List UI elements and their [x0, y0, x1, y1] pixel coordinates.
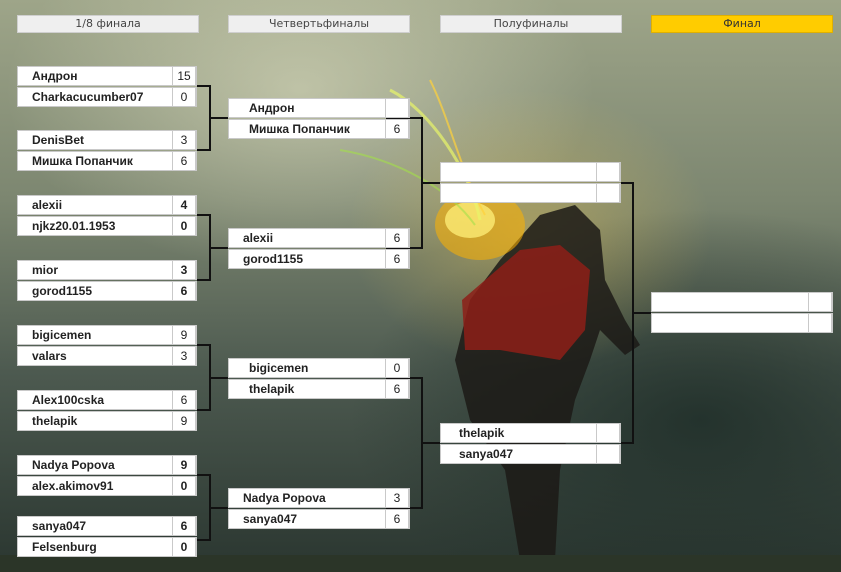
- qf-match-1-player-b[interactable]: Мишка Попанчик 6: [228, 119, 410, 139]
- player-name: Charkacucumber07: [32, 90, 144, 104]
- qf-match-2-player-a[interactable]: alexii 6: [228, 228, 410, 248]
- player-score: 9: [172, 455, 196, 475]
- player-name: Felsenburg: [32, 540, 97, 554]
- r16-match-4-player-a[interactable]: mior 3: [17, 260, 197, 280]
- player-name: gorod1155: [32, 284, 93, 298]
- grass: [0, 555, 841, 572]
- player-score: 6: [385, 249, 409, 269]
- player-score: 3: [172, 130, 196, 150]
- r16-match-7-player-a[interactable]: Nadya Popova 9: [17, 455, 197, 475]
- player-score: [808, 292, 832, 312]
- sf-match-2-player-a[interactable]: thelapik: [440, 423, 621, 443]
- player-name: njkz20.01.1953: [32, 219, 116, 233]
- player-score: 6: [172, 151, 196, 171]
- player-name: alex.akimov91: [32, 479, 114, 493]
- player-name: bigicemen: [32, 328, 92, 342]
- r16-match-8-player-a[interactable]: sanya047 6: [17, 516, 197, 536]
- player-score: [385, 98, 409, 118]
- player-score: [808, 313, 832, 333]
- round-header-sf: Полуфиналы: [440, 15, 622, 33]
- player-score: 3: [172, 346, 196, 366]
- player-name: DenisBet: [32, 133, 85, 147]
- player-name: Мишка Попанчик: [32, 154, 133, 168]
- r16-match-8-player-b[interactable]: Felsenburg 0: [17, 537, 197, 557]
- player-name: thelapik: [32, 414, 78, 428]
- r16-match-6-player-a[interactable]: Alex100cska 6: [17, 390, 197, 410]
- round-header-r16: 1/8 финала: [17, 15, 199, 33]
- player-name: mior: [32, 263, 59, 277]
- qf-match-4-player-a[interactable]: Nadya Popova 3: [228, 488, 410, 508]
- player-name: Nadya Popova: [243, 491, 326, 505]
- round-header-qf: Четвертьфиналы: [228, 15, 410, 33]
- sf-match-1-player-b[interactable]: [440, 183, 621, 203]
- player-score: 0: [385, 358, 409, 378]
- player-score: 6: [385, 509, 409, 529]
- player-silhouette: [455, 205, 640, 560]
- player-score: 9: [172, 325, 196, 345]
- r16-match-1-player-a[interactable]: Андрон 15: [17, 66, 197, 86]
- player-name: thelapik: [459, 426, 505, 440]
- player-name: Nadya Popova: [32, 458, 115, 472]
- player-score: 6: [172, 516, 196, 536]
- round-header-final: Финал: [651, 15, 833, 33]
- player-score: 9: [172, 411, 196, 431]
- r16-match-1-player-b[interactable]: Charkacucumber07 0: [17, 87, 197, 107]
- player-name: thelapik: [249, 382, 295, 396]
- player-score: 6: [172, 281, 196, 301]
- qf-match-2-player-b[interactable]: gorod1155 6: [228, 249, 410, 269]
- player-score: 6: [385, 379, 409, 399]
- player-score: 15: [172, 66, 196, 86]
- r16-match-2-player-a[interactable]: DenisBet 3: [17, 130, 197, 150]
- player-name: sanya047: [32, 519, 87, 533]
- player-score: [596, 444, 620, 464]
- r16-match-4-player-b[interactable]: gorod1155 6: [17, 281, 197, 301]
- qf-match-4-player-b[interactable]: sanya047 6: [228, 509, 410, 529]
- player-score: 6: [385, 119, 409, 139]
- player-score: [596, 162, 620, 182]
- qf-match-3-player-a[interactable]: bigicemen 0: [228, 358, 410, 378]
- sf-match-2-player-b[interactable]: sanya047: [440, 444, 621, 464]
- player-name: Мишка Попанчик: [249, 122, 350, 136]
- player-score: 4: [172, 195, 196, 215]
- player-name: alexii: [32, 198, 63, 212]
- r16-match-5-player-b[interactable]: valars 3: [17, 346, 197, 366]
- player-name: Андрон: [249, 101, 295, 115]
- player-name: bigicemen: [249, 361, 309, 375]
- player-score: [596, 183, 620, 203]
- player-score: [596, 423, 620, 443]
- player-name: sanya047: [459, 447, 514, 461]
- final-player-b[interactable]: [651, 313, 833, 333]
- player-name: valars: [32, 349, 67, 363]
- qf-match-1-player-a[interactable]: Андрон: [228, 98, 410, 118]
- player-score: 3: [172, 260, 196, 280]
- player-name: Андрон: [32, 69, 78, 83]
- player-name: Alex100cska: [32, 393, 105, 407]
- player-name: alexii: [243, 231, 274, 245]
- r16-match-3-player-a[interactable]: alexii 4: [17, 195, 197, 215]
- player-score: 0: [172, 87, 196, 107]
- player-name: gorod1155: [243, 252, 304, 266]
- r16-match-2-player-b[interactable]: Мишка Попанчик 6: [17, 151, 197, 171]
- r16-match-5-player-a[interactable]: bigicemen 9: [17, 325, 197, 345]
- player-score: 0: [172, 537, 196, 557]
- r16-match-7-player-b[interactable]: alex.akimov91 0: [17, 476, 197, 496]
- r16-match-3-player-b[interactable]: njkz20.01.1953 0: [17, 216, 197, 236]
- r16-match-6-player-b[interactable]: thelapik 9: [17, 411, 197, 431]
- qf-match-3-player-b[interactable]: thelapik 6: [228, 379, 410, 399]
- player-score: 0: [172, 476, 196, 496]
- final-player-a[interactable]: [651, 292, 833, 312]
- player-score: 6: [172, 390, 196, 410]
- sf-match-1-player-a[interactable]: [440, 162, 621, 182]
- player-score: 6: [385, 228, 409, 248]
- player-name: sanya047: [243, 512, 298, 526]
- player-score: 0: [172, 216, 196, 236]
- player-score: 3: [385, 488, 409, 508]
